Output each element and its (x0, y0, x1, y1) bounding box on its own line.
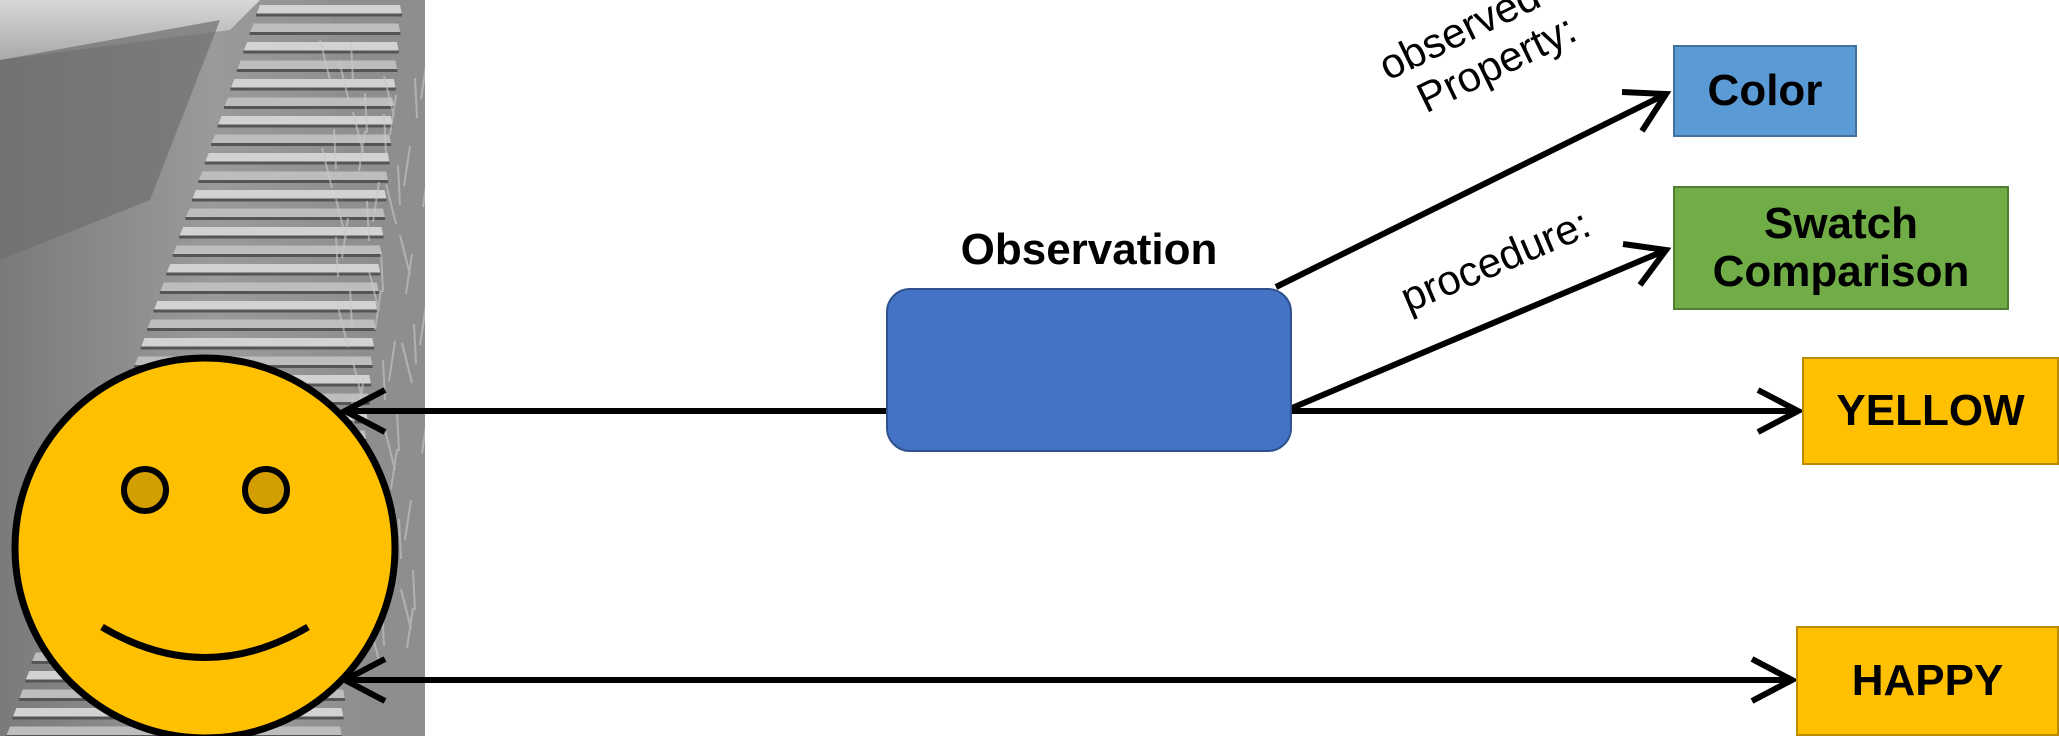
swatch-label-line2: Comparison (1712, 247, 1970, 296)
observed-property-arrow-line (1274, 91, 1668, 290)
grass-stroke (350, 41, 354, 83)
grass-stroke (366, 200, 370, 242)
stair-step (172, 245, 382, 256)
smiley-face-icon (11, 354, 399, 736)
grass-stroke (372, 181, 380, 223)
stair-step (256, 5, 402, 15)
grass-stroke (404, 499, 412, 541)
grass-stroke (341, 217, 349, 259)
grass-stroke (396, 410, 400, 452)
grass-stroke (412, 569, 416, 611)
grass-stroke (403, 145, 411, 187)
stair-step (217, 116, 393, 126)
grass-stroke (364, 92, 368, 134)
grass-stroke (413, 323, 417, 365)
grass-stroke (419, 304, 425, 346)
grass-stroke (383, 113, 387, 155)
grass-stroke (389, 94, 397, 136)
grass-stroke (368, 270, 380, 312)
grass-stroke (351, 357, 363, 399)
grass-stroke (421, 426, 425, 454)
procedure-arrowhead (1622, 241, 1672, 287)
grass-stroke (405, 253, 413, 295)
grass-stroke (352, 111, 364, 153)
procedure-arrow-line (1290, 247, 1668, 411)
stair-step (249, 23, 401, 34)
color-node-label: Color (1707, 65, 1823, 115)
right-eye-icon (242, 466, 290, 514)
grass-stroke (319, 39, 331, 81)
grass-stroke (333, 128, 337, 170)
grass-stroke (380, 251, 384, 293)
observed-property-arrowhead (1621, 89, 1672, 133)
grass-stroke (398, 518, 402, 560)
grass-stroke (335, 198, 347, 240)
grass-stroke (406, 607, 414, 649)
stair-step (153, 301, 378, 311)
stair-step (230, 79, 396, 89)
stair-step (166, 264, 381, 274)
stair-step (236, 60, 398, 71)
grass-stroke (374, 289, 382, 331)
grass-stroke (400, 588, 412, 630)
stair-step (191, 190, 387, 200)
stair-step (159, 282, 379, 293)
stair-step (179, 227, 384, 237)
happy-result-label: HAPPY (1851, 655, 2004, 705)
observation-node[interactable] (886, 288, 1292, 452)
left-eye-icon (121, 466, 169, 514)
stair-step (198, 171, 389, 182)
grass-stroke (338, 60, 350, 102)
grass-stroke (337, 306, 349, 348)
grass-stroke (414, 77, 418, 119)
happy-arrowhead-right (1750, 656, 1799, 704)
grass-stroke (384, 429, 396, 471)
grass-stroke (383, 75, 395, 117)
yellow-result-node[interactable]: YELLOW (1802, 357, 2059, 465)
result-arrowhead (1756, 387, 1805, 435)
stair-step (223, 97, 395, 108)
stair-step (140, 338, 375, 348)
grass-stroke (390, 448, 398, 490)
grass-stroke (349, 287, 353, 329)
grass-stroke (388, 340, 396, 382)
stair-step (185, 208, 386, 219)
observer-arrowhead (338, 387, 387, 435)
grass-stroke (399, 234, 411, 276)
smile-mouth (100, 623, 310, 661)
observation-title: Observation (960, 225, 1218, 274)
grass-stroke (385, 183, 397, 225)
grass-stroke (401, 342, 413, 384)
grass-stroke (321, 147, 333, 189)
swatch-label-line1: Swatch (1763, 198, 1919, 248)
grass-stroke (422, 186, 425, 208)
color-node[interactable]: Color (1673, 45, 1857, 137)
grass-stroke (358, 130, 366, 172)
grass-stroke (335, 236, 339, 278)
stair-step (147, 319, 376, 330)
stair-step (211, 134, 392, 145)
happy-result-node[interactable]: HAPPY (1796, 626, 2059, 736)
grass-stroke (397, 164, 401, 206)
swatch-comparison-node[interactable]: Swatch Comparison (1673, 186, 2009, 310)
stair-step (204, 153, 390, 163)
grass-stroke (420, 65, 425, 100)
yellow-result-label: YELLOW (1836, 385, 2025, 435)
